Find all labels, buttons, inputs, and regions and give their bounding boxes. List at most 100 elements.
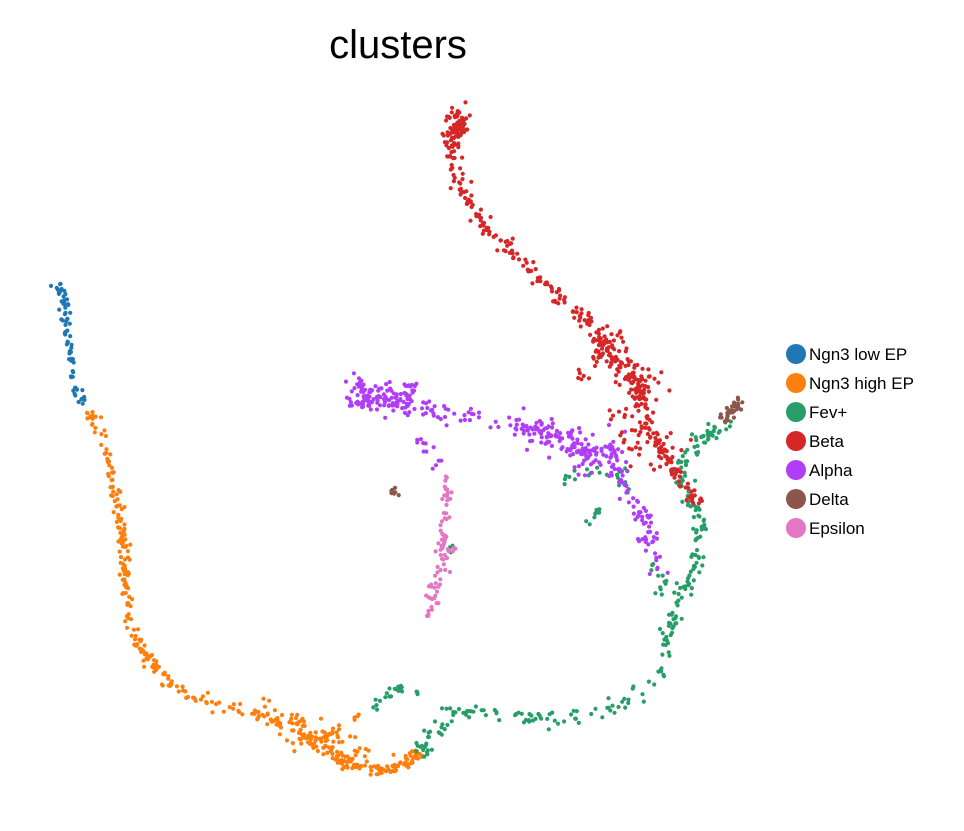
scatter-point xyxy=(331,739,336,744)
scatter-point xyxy=(439,519,445,524)
scatter-point xyxy=(679,595,684,600)
scatter-point xyxy=(701,518,706,524)
scatter-point xyxy=(117,503,122,508)
scatter-point xyxy=(624,483,629,488)
scatter-point xyxy=(576,375,581,381)
scatter-point xyxy=(524,447,530,452)
scatter-point xyxy=(531,260,536,265)
scatter-point xyxy=(706,421,711,427)
scatter-point xyxy=(155,666,160,671)
scatter-point xyxy=(410,388,415,393)
scatter-point xyxy=(636,433,641,438)
scatter-point xyxy=(181,688,186,693)
scatter-point xyxy=(609,354,614,360)
scatter-point xyxy=(90,410,95,415)
scatter-point xyxy=(453,129,458,135)
scatter-point xyxy=(635,499,641,504)
scatter-point xyxy=(583,446,588,451)
scatter-point xyxy=(594,348,599,353)
scatter-point xyxy=(619,468,624,473)
scatter-point xyxy=(587,522,592,527)
scatter-point xyxy=(607,473,612,479)
scatter-point xyxy=(127,594,132,600)
scatter-point xyxy=(422,728,427,733)
scatter-point xyxy=(439,706,445,711)
scatter-point xyxy=(637,394,642,399)
scatter-point xyxy=(532,431,537,436)
scatter-point xyxy=(731,404,736,409)
scatter-point xyxy=(435,570,440,575)
scatter-point xyxy=(456,706,462,712)
scatter-point xyxy=(299,741,304,746)
scatter-point xyxy=(568,434,573,439)
scatter-point xyxy=(675,469,680,474)
scatter-point xyxy=(442,516,447,521)
scatter-point xyxy=(336,723,342,728)
scatter-point xyxy=(334,730,339,735)
scatter-point xyxy=(670,454,675,460)
scatter-point xyxy=(452,115,458,120)
scatter-point xyxy=(327,732,332,737)
scatter-point xyxy=(514,422,519,427)
scatter-point xyxy=(676,479,682,484)
scatter-point xyxy=(691,515,697,520)
scatter-point xyxy=(445,130,450,135)
scatter-point xyxy=(694,548,700,553)
scatter-point xyxy=(120,561,125,566)
scatter-point xyxy=(313,738,318,743)
scatter-point xyxy=(438,577,443,582)
scatter-point xyxy=(149,652,154,658)
scatter-point xyxy=(586,473,591,478)
scatter-point xyxy=(658,585,663,590)
scatter-point xyxy=(569,712,574,717)
scatter-point xyxy=(174,684,179,689)
scatter-point xyxy=(321,752,326,757)
scatter-point xyxy=(193,698,198,703)
scatter-point xyxy=(543,282,548,287)
scatter-point xyxy=(438,568,443,573)
scatter-point xyxy=(317,736,322,741)
scatter-point xyxy=(575,441,580,446)
scatter-point xyxy=(618,365,623,370)
scatter-point xyxy=(340,767,345,772)
scatter-point xyxy=(683,586,688,592)
scatter-point xyxy=(570,309,576,314)
scatter-point xyxy=(455,112,460,117)
scatter-point xyxy=(740,400,745,405)
scatter-point xyxy=(469,193,474,198)
scatter-point xyxy=(646,367,651,372)
scatter-point xyxy=(546,727,551,732)
scatter-point xyxy=(261,696,266,701)
scatter-point xyxy=(130,597,135,602)
scatter-point xyxy=(426,608,431,614)
scatter-point xyxy=(371,705,376,710)
scatter-point xyxy=(661,672,666,677)
scatter-point xyxy=(398,760,403,765)
scatter-point xyxy=(293,715,299,721)
scatter-point xyxy=(63,322,68,327)
scatter-point xyxy=(256,709,261,715)
scatter-point xyxy=(508,423,513,428)
scatter-point xyxy=(657,626,663,632)
scatter-point xyxy=(373,697,378,702)
scatter-point xyxy=(452,175,457,180)
scatter-point xyxy=(414,749,419,754)
scatter-point xyxy=(121,568,126,573)
scatter-point xyxy=(643,548,649,553)
scatter-point xyxy=(669,467,674,473)
scatter-point xyxy=(98,415,104,420)
legend-marker xyxy=(786,344,806,364)
scatter-point xyxy=(413,752,418,757)
scatter-point xyxy=(637,452,642,457)
scatter-point xyxy=(104,447,109,452)
scatter-point xyxy=(611,439,616,444)
scatter-point xyxy=(176,689,181,694)
scatter-point xyxy=(528,439,533,444)
scatter-point xyxy=(638,429,643,435)
scatter-point xyxy=(364,759,369,764)
scatter-point xyxy=(668,431,673,436)
scatter-point xyxy=(497,718,502,723)
scatter-point xyxy=(414,689,419,694)
scatter-point xyxy=(442,727,447,732)
scatter-point xyxy=(578,430,583,435)
